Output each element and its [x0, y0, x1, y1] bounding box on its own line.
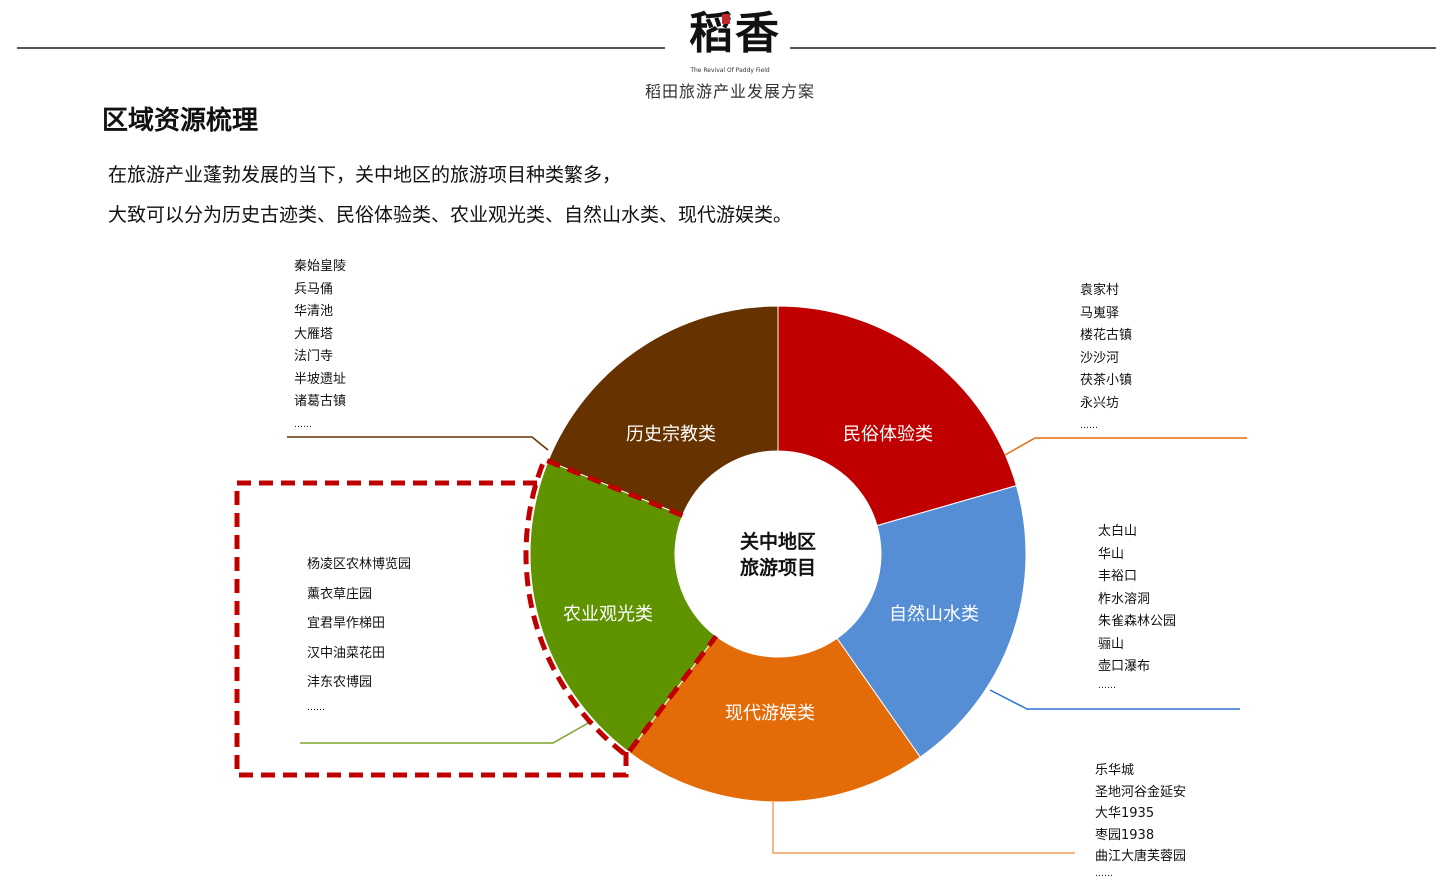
list-item: 宜君旱作梯田	[307, 616, 386, 631]
segment-nature	[836, 485, 1027, 758]
list-item: 朱雀森林公园	[1098, 614, 1177, 629]
list-folk: 袁家村 马嵬驿 楼花古镇 沙沙河 茯茶小镇 永兴坊 ……	[1080, 280, 1132, 438]
list-item: 大华1935	[1095, 806, 1155, 821]
list-item: ……	[294, 419, 312, 430]
leader-line-history	[287, 436, 549, 451]
list-item: 薰衣草庄园	[307, 586, 373, 602]
list-item: 沙沙河	[1080, 350, 1120, 366]
list-item: 楼花古镇	[1080, 328, 1133, 343]
list-item: 诸葛古镇	[294, 394, 347, 409]
intro-line-1: 在旅游产业蓬勃发展的当下，关中地区的旅游项目种类繁多，	[108, 164, 622, 186]
list-item: 茯茶小镇	[1080, 373, 1133, 388]
list-item: 袁家村	[1080, 283, 1120, 298]
segment-label-agri: 农业观光类	[563, 604, 653, 625]
list-item: 兵马俑	[294, 281, 334, 297]
leader-line-folk	[1004, 437, 1247, 456]
list-item: 柞水溶洞	[1098, 591, 1151, 607]
list-item: 半坡遗址	[294, 371, 347, 387]
list-item: 汉中油菜花田	[307, 645, 386, 661]
logo-tagline: The Revival Of Paddy Field	[690, 67, 770, 74]
page-title: 区域资源梳理	[102, 106, 259, 136]
list-item: ……	[1095, 868, 1113, 879]
list-modern: 乐华城 圣地河谷金延安 大华1935 枣园1938 曲江大唐芙蓉园 ……	[1095, 760, 1186, 880]
segment-label-history: 历史宗教类	[626, 424, 716, 445]
list-item: 秦始皇陵	[294, 259, 347, 274]
segment-label-nature: 自然山水类	[889, 604, 979, 625]
list-item: 枣园1938	[1095, 827, 1155, 843]
list-item: 骊山	[1098, 636, 1125, 652]
list-nature: 太白山 华山 丰裕口 柞水溶洞 朱雀森林公园 骊山 壶口瀑布 ……	[1098, 521, 1176, 693]
list-item: 壶口瀑布	[1098, 659, 1151, 674]
list-item: 华清池	[294, 304, 334, 319]
header-rule-left	[17, 47, 665, 49]
list-item: 曲江大唐芙蓉园	[1095, 849, 1187, 864]
agri-highlight-box	[234, 480, 629, 778]
list-agri: 杨凌区农林博览园 薰衣草庄园 宜君旱作梯田 汉中油菜花田 沣东农博园 ……	[307, 550, 411, 718]
list-history: 秦始皇陵 兵马俑 华清池 大雁塔 法门寺 半坡遗址 诸葛古镇 ……	[294, 256, 346, 436]
list-item: 乐华城	[1095, 763, 1135, 778]
list-item: ……	[307, 702, 325, 713]
list-item: 华山	[1098, 546, 1125, 562]
center-label-line2: 旅游项目	[740, 556, 816, 579]
list-item: 大雁塔	[294, 326, 334, 342]
list-item: 马嵬驿	[1080, 305, 1120, 321]
list-item: 丰裕口	[1098, 569, 1138, 584]
segment-label-folk: 民俗体验类	[843, 424, 933, 445]
intro-line-2: 大致可以分为历史古迹类、民俗体验类、农业观光类、自然山水类、现代游娱类。	[108, 204, 793, 226]
segment-folk	[777, 305, 1018, 527]
list-item: ……	[1080, 421, 1098, 431]
list-item: 太白山	[1098, 524, 1138, 539]
header-subtitle: 稻田旅游产业发展方案	[644, 82, 815, 101]
list-item: 圣地河谷金延安	[1095, 784, 1187, 800]
logo-seal-icon	[722, 14, 730, 24]
segment-history	[547, 305, 779, 517]
center-label-line1: 关中地区	[740, 530, 816, 553]
list-item: ……	[1098, 680, 1116, 691]
leader-line-modern	[772, 802, 1075, 854]
header-rule-right	[790, 47, 1436, 49]
leader-line-agri	[300, 721, 591, 744]
list-item: 杨凌区农林博览园	[307, 557, 412, 572]
agri-highlight-outline	[523, 456, 719, 759]
list-item: 沣东农博园	[307, 675, 373, 690]
segment-modern	[628, 635, 921, 803]
logo-title: 稻香	[689, 8, 781, 59]
segment-agri	[529, 460, 717, 753]
list-item: 永兴坊	[1080, 395, 1120, 411]
list-item: 法门寺	[294, 349, 334, 364]
leader-line-nature	[989, 689, 1240, 710]
segment-label-modern: 现代游娱类	[725, 703, 815, 724]
